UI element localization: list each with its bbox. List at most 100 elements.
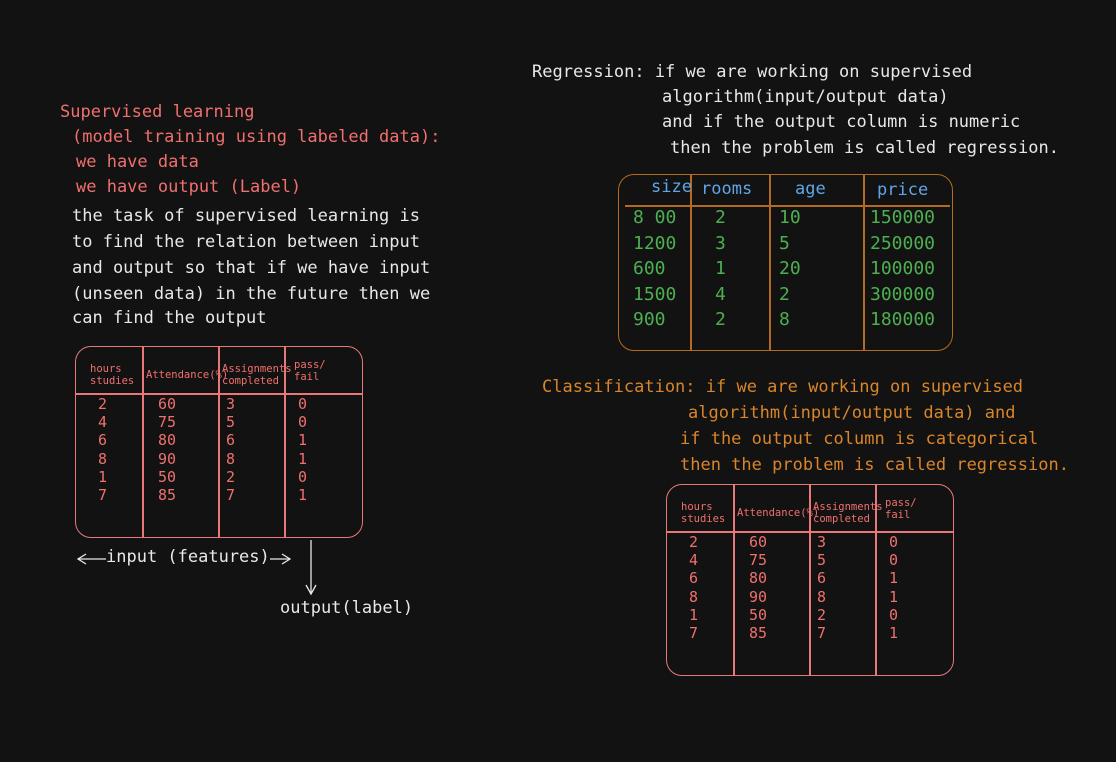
header-price: price (877, 180, 929, 200)
cell-price: 300000 (870, 283, 936, 305)
cell-hours: 8 (689, 587, 699, 606)
cell-hours: 4 (98, 413, 108, 432)
supervised-subtitle: (model training using labeled data): (72, 127, 441, 147)
header-hours-studied: hours studies (681, 501, 726, 525)
column-divider (863, 175, 865, 350)
cell-age: 10 (779, 207, 801, 228)
cell-assignments: 7 (226, 486, 236, 504)
supervised-point-data: we have data (76, 152, 199, 172)
cell-pass-fail: 0 (298, 467, 308, 486)
cell-attendance: 60 (158, 395, 177, 413)
cell-assignments: 3 (226, 395, 236, 413)
cell-price: 180000 (870, 309, 936, 330)
cell-attendance: 90 (749, 587, 768, 606)
input-arrow-left-head (76, 553, 87, 565)
classification-line-3: if the output column is categorical (680, 429, 1039, 449)
classification-line-1: Classification: if we are working on sup… (542, 377, 1024, 397)
column-divider (769, 175, 771, 350)
classification-line-4: then the problem is called regression. (680, 455, 1069, 475)
column-divider (690, 175, 692, 350)
cell-pass-fail: 1 (298, 449, 308, 468)
cell-pass-fail: 1 (889, 569, 899, 588)
regression-line-2: algorithm(input/output data) (662, 87, 949, 107)
column-divider (284, 347, 286, 537)
cell-pass-fail: 1 (889, 587, 899, 606)
cell-pass-fail: 0 (298, 395, 308, 413)
supervised-desc-1: the task of supervised learning is (72, 206, 420, 226)
cell-assignments: 8 (817, 587, 827, 606)
cell-assignments: 6 (226, 431, 236, 450)
cell-pass-fail: 1 (889, 624, 899, 642)
input-features-label: input (features) (106, 547, 270, 567)
cell-attendance: 90 (158, 449, 177, 468)
annotation-arrows (76, 540, 317, 596)
cell-price: 250000 (870, 232, 936, 254)
cell-pass-fail: 0 (889, 533, 899, 551)
cell-assignments: 2 (226, 467, 236, 486)
cell-attendance: 75 (749, 551, 768, 570)
cell-size: 1500 (633, 283, 677, 305)
cell-hours: 2 (98, 395, 108, 413)
cell-hours: 4 (689, 551, 699, 570)
cell-attendance: 80 (749, 569, 768, 588)
cell-assignments: 7 (817, 624, 827, 642)
cell-pass-fail: 0 (889, 551, 899, 570)
supervised-desc-5: can find the output (72, 308, 267, 328)
column-divider (733, 485, 735, 675)
column-divider (218, 347, 220, 537)
cell-pass-fail: 1 (298, 431, 308, 450)
cell-hours: 2 (689, 533, 699, 551)
header-pass-fail: pass/ fail (885, 497, 917, 521)
supervised-desc-3: and output so that if we have input (72, 258, 431, 278)
cell-attendance: 75 (158, 413, 177, 432)
cell-hours: 1 (98, 467, 108, 486)
cell-rooms: 2 (715, 309, 726, 330)
cell-assignments: 5 (817, 551, 827, 570)
column-divider (809, 485, 811, 675)
supervised-point-output: we have output (Label) (76, 177, 302, 197)
cell-assignments: 2 (817, 605, 827, 624)
header-divider (625, 205, 950, 207)
cell-age: 20 (779, 258, 801, 279)
cell-size: 8 00 (633, 207, 677, 228)
regression-line-4: then the problem is called regression. (670, 138, 1059, 158)
output-label: output(label) (280, 598, 414, 618)
cell-attendance: 80 (158, 431, 177, 450)
supervised-desc-4: (unseen data) in the future then we (72, 284, 431, 304)
header-age: age (795, 179, 826, 199)
regression-line-1: Regression: if we are working on supervi… (532, 62, 973, 82)
cell-pass-fail: 0 (889, 605, 899, 624)
cell-hours: 7 (98, 486, 108, 504)
cell-size: 600 (633, 258, 666, 279)
header-pass-fail: pass/ fail (294, 359, 326, 383)
cell-size: 900 (633, 309, 666, 330)
cell-hours: 1 (689, 605, 699, 624)
cell-size: 1200 (633, 232, 677, 254)
cell-assignments: 6 (817, 569, 827, 588)
supervised-desc-2: to find the relation between input (72, 232, 420, 252)
header-size: size (651, 177, 692, 197)
header-attendance: Attendance(%) (146, 369, 229, 381)
header-rooms: rooms (701, 179, 753, 199)
input-arrow-right-head (281, 553, 292, 565)
cell-assignments: 3 (817, 533, 827, 551)
column-divider (142, 347, 144, 537)
cell-attendance: 85 (158, 486, 177, 504)
cell-price: 100000 (870, 258, 936, 279)
cell-age: 8 (779, 309, 790, 330)
cell-assignments: 8 (226, 449, 236, 468)
cell-hours: 8 (98, 449, 108, 468)
cell-hours: 7 (689, 624, 699, 642)
student-table-right: hours studies Attendance(%) Assignments … (666, 484, 954, 676)
output-arrow-head (305, 584, 317, 596)
cell-rooms: 1 (715, 258, 726, 279)
header-hours-studied: hours studies (90, 363, 135, 387)
cell-attendance: 85 (749, 624, 768, 642)
regression-line-3: and if the output column is numeric (662, 112, 1021, 132)
header-attendance: Attendance(%) (737, 507, 820, 519)
cell-assignments: 5 (226, 413, 236, 432)
cell-attendance: 60 (749, 533, 768, 551)
supervised-title: Supervised learning (60, 102, 255, 122)
cell-age: 2 (779, 283, 790, 305)
cell-age: 5 (779, 232, 790, 254)
